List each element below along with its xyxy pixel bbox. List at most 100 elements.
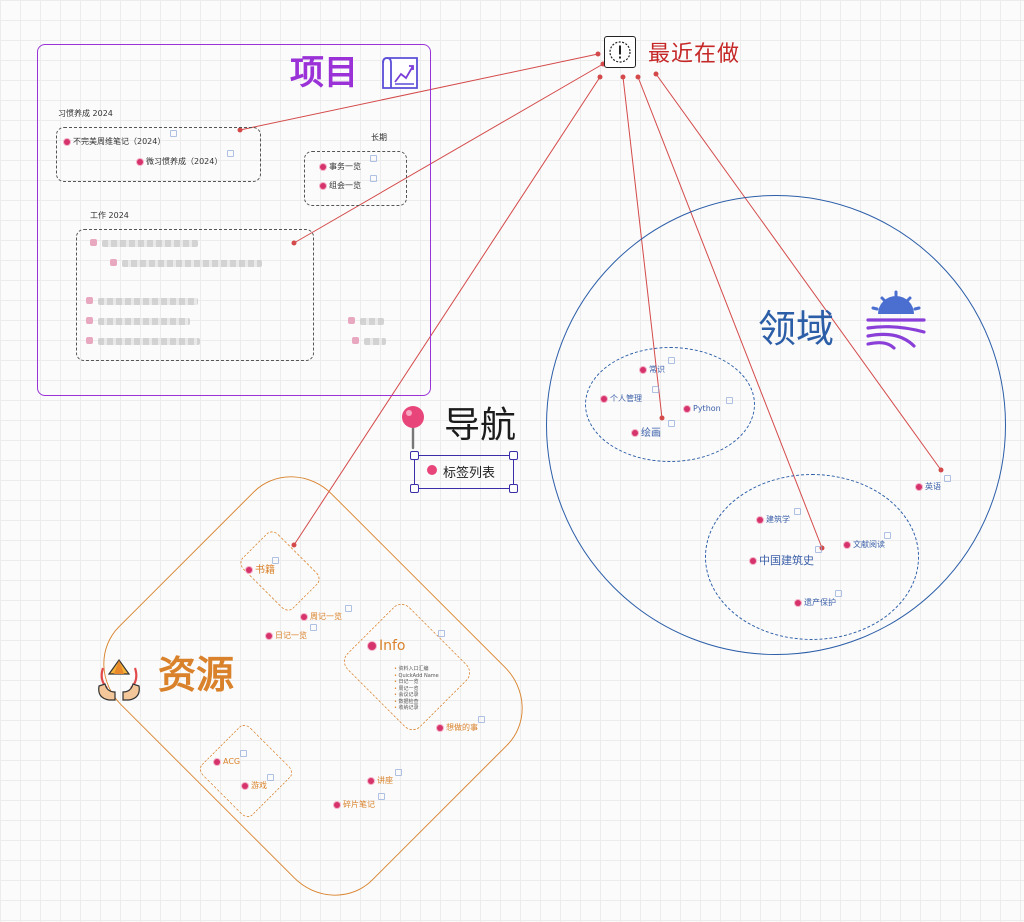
link-icon[interactable] xyxy=(227,150,234,157)
pin-icon xyxy=(64,138,70,145)
note-card[interactable]: 不完美周维笔记（2024） xyxy=(64,137,165,147)
resize-handle[interactable] xyxy=(410,451,419,460)
hands-recycle-icon xyxy=(93,654,145,706)
info-sub-item[interactable]: • 周记一览 xyxy=(394,685,419,692)
pin-icon xyxy=(242,782,248,789)
note-card[interactable]: 英语 xyxy=(916,482,941,492)
pin-icon xyxy=(246,567,252,573)
redacted-text xyxy=(98,318,190,325)
domain-cluster-architecture[interactable] xyxy=(705,474,919,640)
resize-handle[interactable] xyxy=(410,484,419,493)
pin-icon xyxy=(640,366,646,373)
note-card[interactable]: Python xyxy=(684,404,721,414)
redacted-pin xyxy=(86,297,93,304)
project-title: 项目 xyxy=(290,53,358,93)
note-card[interactable]: 微习惯养成（2024） xyxy=(137,157,222,167)
note-card[interactable]: 遗产保护 xyxy=(795,598,836,608)
tag-list-label: 标签列表 xyxy=(443,466,496,481)
link-icon[interactable] xyxy=(652,386,659,393)
info-sub-item[interactable]: • 日记一览 xyxy=(394,679,419,685)
note-card[interactable]: 周记一览 xyxy=(301,612,342,622)
note-card[interactable]: 个人管理 xyxy=(601,394,642,404)
note-card[interactable]: 讲座 xyxy=(368,776,393,786)
link-icon[interactable] xyxy=(267,774,274,781)
redacted-pin xyxy=(86,337,93,344)
link-icon[interactable] xyxy=(884,532,891,539)
pin-icon xyxy=(334,801,340,808)
pin-icon xyxy=(320,182,326,189)
pin-icon xyxy=(750,558,756,564)
pin-icon xyxy=(844,541,850,548)
pin-icon xyxy=(916,483,922,490)
resize-handle[interactable] xyxy=(509,451,518,460)
pin-icon xyxy=(437,724,443,731)
link-icon[interactable] xyxy=(726,397,733,404)
link-recent-work xyxy=(293,63,604,244)
alert-circle-icon[interactable] xyxy=(604,36,636,68)
note-card[interactable]: 中国建筑史 xyxy=(750,554,814,567)
pin-icon xyxy=(301,613,307,620)
resource-title: 资源 xyxy=(158,653,235,697)
note-card[interactable]: 事务一览 xyxy=(320,162,361,172)
work-group[interactable] xyxy=(76,229,314,361)
info-sub-list: • 资料入口汇编 • QuickAdd Name • 日记一览 • 周记一览 •… xyxy=(394,666,439,712)
pin-icon xyxy=(320,163,326,170)
pin-icon xyxy=(684,405,690,412)
link-icon[interactable] xyxy=(668,420,675,427)
note-card[interactable]: 文献阅读 xyxy=(844,540,885,550)
sunrise-field-icon xyxy=(864,290,928,354)
note-card[interactable]: 组会一览 xyxy=(320,181,361,191)
link-icon[interactable] xyxy=(668,357,675,364)
link-icon[interactable] xyxy=(438,630,445,637)
link-icon[interactable] xyxy=(395,769,402,776)
info-sub-item[interactable]: • 资料入口汇编 xyxy=(394,666,429,672)
redacted-pin xyxy=(348,317,355,324)
pin-icon xyxy=(214,758,220,765)
recent-title[interactable]: 最近在做 xyxy=(648,42,741,67)
redacted-text xyxy=(360,318,384,325)
note-card[interactable]: ACG xyxy=(214,757,240,767)
link-icon[interactable] xyxy=(370,175,377,182)
note-card[interactable]: 日记一览 xyxy=(266,631,307,641)
info-sub-item[interactable]: • QuickAdd Name xyxy=(394,672,439,679)
link-icon[interactable] xyxy=(378,793,385,800)
note-card[interactable]: 游戏 xyxy=(242,781,267,791)
link-icon[interactable] xyxy=(944,475,951,482)
link-icon[interactable] xyxy=(170,130,177,137)
link-icon[interactable] xyxy=(815,546,822,553)
pin-icon xyxy=(368,777,374,784)
info-sub-item[interactable]: • 收纳记录 xyxy=(394,705,419,711)
resize-handle[interactable] xyxy=(509,484,518,493)
tag-list-card[interactable]: 标签列表 xyxy=(410,451,518,493)
domain-group[interactable] xyxy=(546,195,1006,655)
link-icon[interactable] xyxy=(794,508,801,515)
redacted-text xyxy=(122,260,262,267)
redacted-pin xyxy=(352,337,359,344)
pushpin-icon xyxy=(400,404,426,454)
note-card[interactable]: 书籍 xyxy=(246,565,275,577)
link-icon[interactable] xyxy=(370,155,377,162)
redacted-pin xyxy=(110,259,117,266)
link-icon[interactable] xyxy=(478,716,485,723)
note-card[interactable]: 常识 xyxy=(640,365,665,375)
long-term-group[interactable] xyxy=(304,151,407,206)
link-icon[interactable] xyxy=(240,750,247,757)
note-card[interactable]: Info xyxy=(368,638,406,654)
note-card[interactable]: 建筑学 xyxy=(757,515,790,525)
link-icon[interactable] xyxy=(272,557,279,564)
info-sub-item[interactable]: • 会议记录 xyxy=(394,692,419,698)
link-icon[interactable] xyxy=(310,624,317,631)
project-group[interactable] xyxy=(37,44,431,396)
note-card[interactable]: 绘画 xyxy=(632,428,661,440)
nav-title: 导航 xyxy=(444,405,517,446)
note-card[interactable]: 想做的事 xyxy=(437,723,478,733)
pin-icon xyxy=(368,642,376,650)
note-card[interactable]: 碎片笔记 xyxy=(334,800,375,810)
link-icon[interactable] xyxy=(835,590,842,597)
info-sub-item[interactable]: • 数据检查 xyxy=(394,698,419,705)
long-term-label: 长期 xyxy=(371,133,387,142)
domain-cluster-knowledge[interactable] xyxy=(585,347,755,462)
link-icon[interactable] xyxy=(345,605,352,612)
habit-group[interactable] xyxy=(56,127,261,182)
